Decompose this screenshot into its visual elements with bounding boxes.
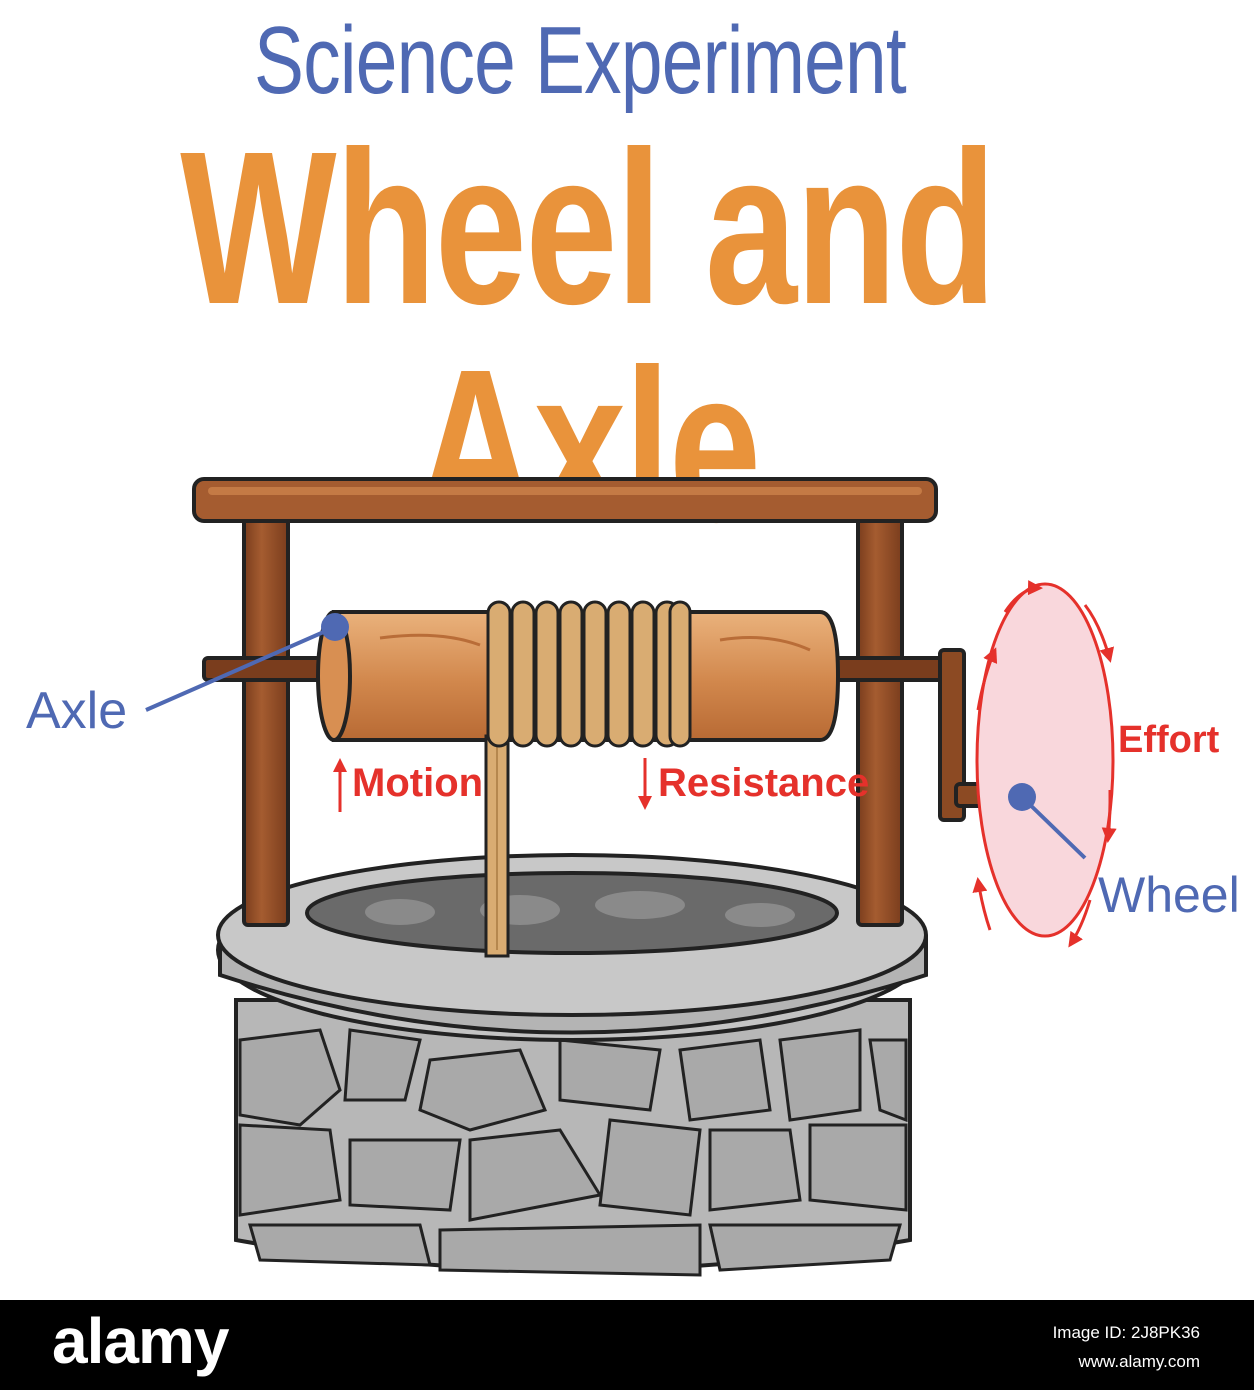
site-url: www.alamy.com	[1078, 1352, 1200, 1371]
footer-bar: alamy Image ID: 2J8PK36 www.alamy.com	[0, 1300, 1254, 1390]
rotation-arrow	[1068, 899, 1092, 948]
rotation-arrow	[1083, 604, 1115, 663]
rotation-arrow	[1003, 580, 1043, 613]
rotation-arrow	[1101, 789, 1117, 843]
stone-well	[216, 853, 928, 1277]
motion-label: Motion	[352, 761, 483, 805]
effort-label: Effort	[1118, 719, 1220, 761]
axle-pointer	[145, 613, 349, 712]
rope	[484, 600, 692, 958]
image-id: Image ID: 2J8PK36	[1052, 1323, 1200, 1342]
rotation-arrow	[972, 877, 992, 931]
resistance-arrow	[638, 758, 652, 810]
motion-arrow	[333, 758, 347, 812]
wheel-circle	[972, 580, 1117, 948]
page-title: Wheel and Axle	[180, 107, 996, 568]
axle-label: Axle	[26, 682, 127, 740]
subtitle: Science Experiment	[254, 7, 907, 114]
wooden-frame	[192, 477, 938, 927]
alamy-logo: alamy	[52, 1305, 229, 1377]
wheel-pointer	[1008, 783, 1087, 860]
wheel-and-axle-diagram: Axle Wheel Motion Resistance Effort	[26, 477, 1240, 1277]
footer-meta: Image ID: 2J8PK36 www.alamy.com	[1053, 1318, 1200, 1376]
resistance-label: Resistance	[658, 761, 869, 805]
rotation-arrow	[976, 647, 998, 711]
wheel-label: Wheel	[1098, 867, 1240, 923]
